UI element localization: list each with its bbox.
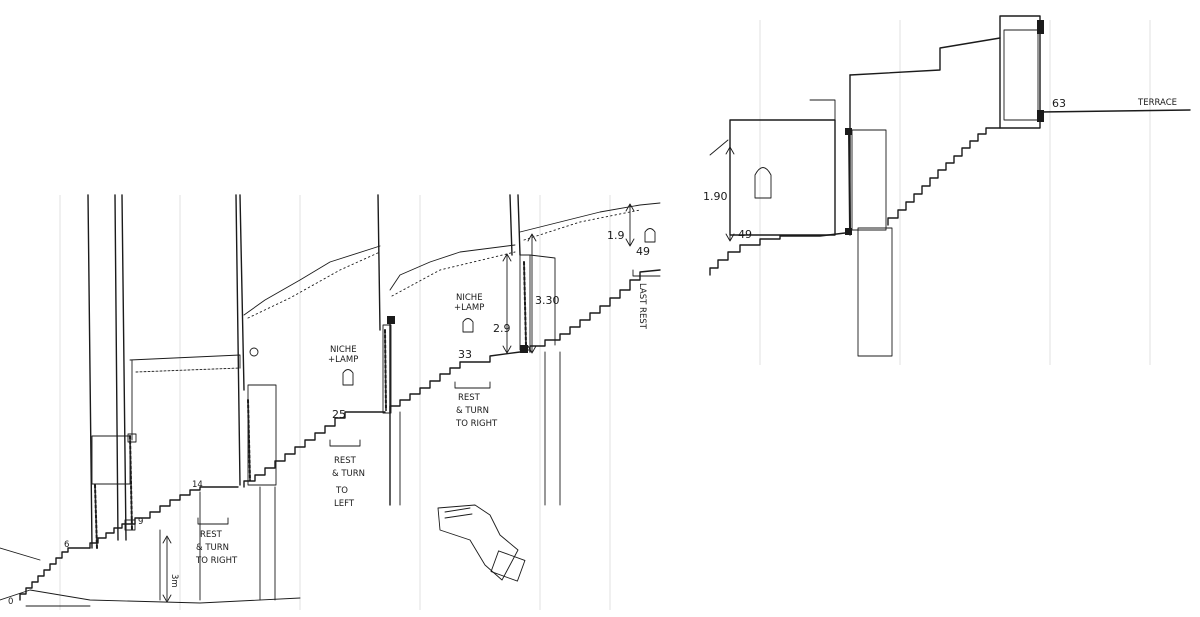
niche-note-2: NICHE +LAMP (454, 293, 485, 313)
step-label-9: 9 (138, 517, 143, 527)
rest-note-3: REST & TURN TO RIGHT (455, 393, 498, 429)
step-label-0: 0 (8, 597, 13, 607)
last-rest-note: LAST REST (637, 283, 647, 330)
step-label-49: 49 (636, 245, 650, 258)
step-label-49-right: 49 (738, 228, 752, 241)
step-label-6: 6 (64, 540, 69, 550)
right-section-drawing (709, 15, 1191, 357)
paper-lines (59, 20, 1151, 610)
step-label-33: 33 (458, 348, 472, 361)
terrace-label: TERRACE (1137, 98, 1177, 108)
step-label-63: 63 (1052, 97, 1066, 110)
dimension-2-9: 2.9 (493, 322, 511, 335)
dimension-3m: 3m (169, 574, 179, 588)
dimension-1-90: 1.90 (703, 190, 728, 203)
step-label-25: 25 (332, 408, 346, 421)
rest-note-1: REST & TURN TO RIGHT (195, 530, 238, 566)
rest-note-2: REST & TURN TO LEFT (332, 456, 368, 509)
step-label-14: 14 (192, 480, 203, 490)
left-section-drawing (0, 194, 661, 607)
dimension-3-30: 3.30 (535, 294, 560, 307)
right-labels: 49 1.90 63 TERRACE (703, 97, 1177, 241)
niche-note-1: NICHE +LAMP (328, 345, 359, 365)
left-labels: 0 6 9 14 25 33 49 REST & TURN TO RIGHT R… (8, 229, 650, 607)
dimension-1-9: 1.9 (607, 229, 625, 242)
